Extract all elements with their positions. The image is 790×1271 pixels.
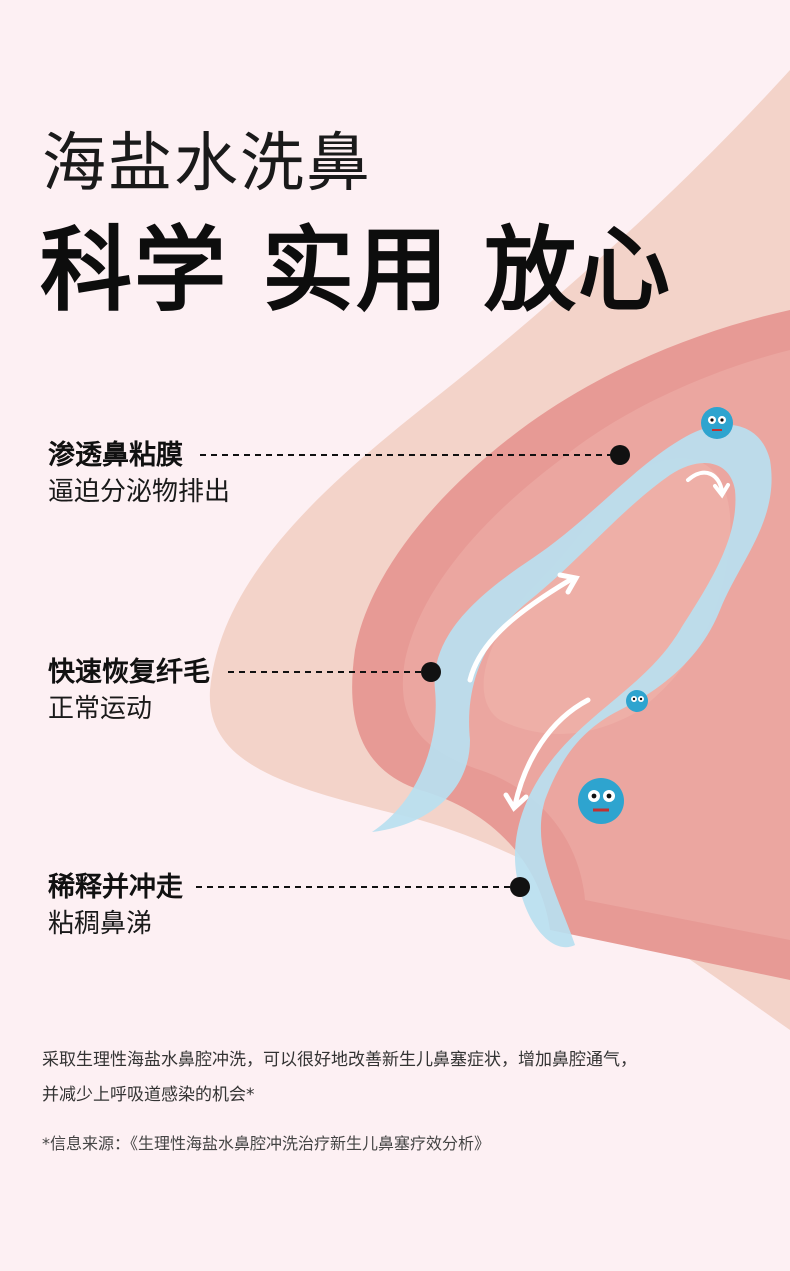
leader-dot-3 xyxy=(510,877,530,897)
callout-heading: 渗透鼻粘膜 xyxy=(48,440,183,471)
germ-icon xyxy=(626,690,648,712)
flow-arrow-head xyxy=(557,572,580,595)
callout-heading: 快速恢复纤毛 xyxy=(48,657,210,688)
source-citation: *信息来源：《生理性海盐水鼻腔冲洗治疗新生儿鼻塞疗效分析》 xyxy=(42,1134,491,1153)
flow-arrow-icon xyxy=(512,697,591,808)
callout-detail: 正常运动 xyxy=(48,694,153,724)
leader-dot-1 xyxy=(610,445,630,465)
page-subtitle: 科学 实用 放心 xyxy=(40,217,673,324)
germ-icon xyxy=(701,407,733,439)
flow-arrow-head xyxy=(713,483,730,499)
callout-detail: 逼迫分泌物排出 xyxy=(48,477,231,507)
callout-2: 快速恢复纤毛 正常运动 xyxy=(48,655,210,727)
leader-dot-2 xyxy=(421,662,441,682)
callout-heading: 稀释并冲走 xyxy=(48,872,183,903)
callout-detail: 粘稠鼻涕 xyxy=(48,909,153,939)
flow-arrow-head xyxy=(503,792,529,812)
germ-icon xyxy=(578,778,624,824)
saline-flow xyxy=(372,424,772,948)
page-title: 海盐水洗鼻 xyxy=(42,127,372,201)
note-line-2: 并减少上呼吸道感染的机会* xyxy=(42,1085,255,1105)
callout-1: 渗透鼻粘膜 逼迫分泌物排出 xyxy=(48,438,230,510)
flow-arrow-icon xyxy=(686,470,724,494)
flow-arrow-icon xyxy=(467,577,573,683)
note-line-1: 采取生理性海盐水鼻腔冲洗，可以很好地改善新生儿鼻塞症状，增加鼻腔通气， xyxy=(42,1050,637,1070)
callout-3: 稀释并冲走 粘稠鼻涕 xyxy=(48,870,183,942)
